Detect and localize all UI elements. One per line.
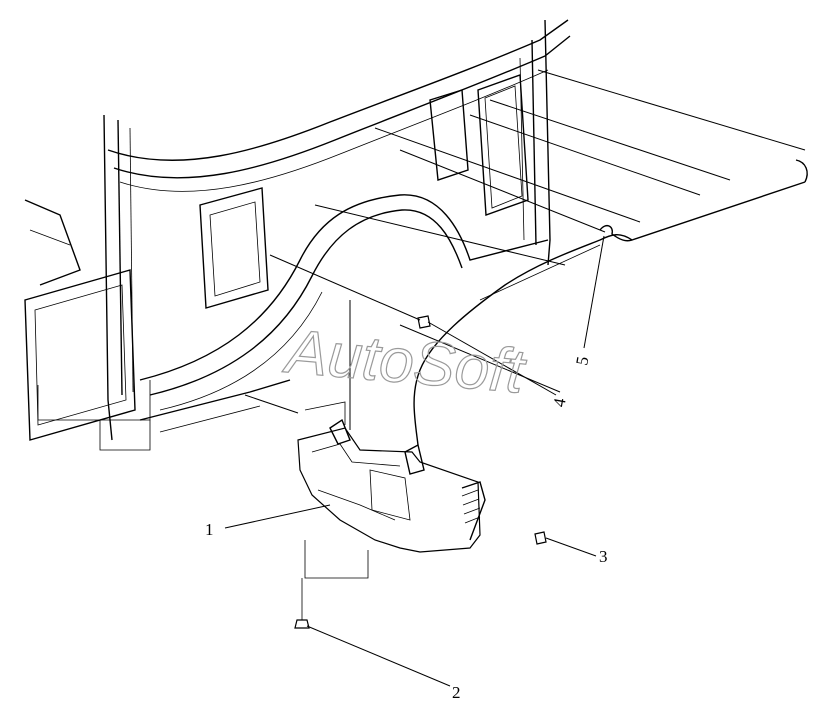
fastener-bolt-2 <box>294 578 310 629</box>
callout-5-label: 5 <box>572 355 592 367</box>
watermark-text: AutoSoft <box>280 317 530 407</box>
callout-1-label: 1 <box>205 520 214 539</box>
callout-4-label: 4 <box>549 396 569 408</box>
callout-2-label: 2 <box>452 683 461 702</box>
callout-leaders <box>224 235 605 687</box>
callout-labels: 1 2 3 4 5 <box>205 355 608 702</box>
washer-hose-route <box>413 159 808 446</box>
washer-tank-assembly <box>297 401 486 579</box>
cab-body-frame <box>24 19 571 451</box>
callout-3-label: 3 <box>599 547 608 566</box>
projection-lines <box>244 69 806 430</box>
fastener-clip-3 <box>534 531 547 545</box>
fastener-hose-clip <box>417 315 431 329</box>
